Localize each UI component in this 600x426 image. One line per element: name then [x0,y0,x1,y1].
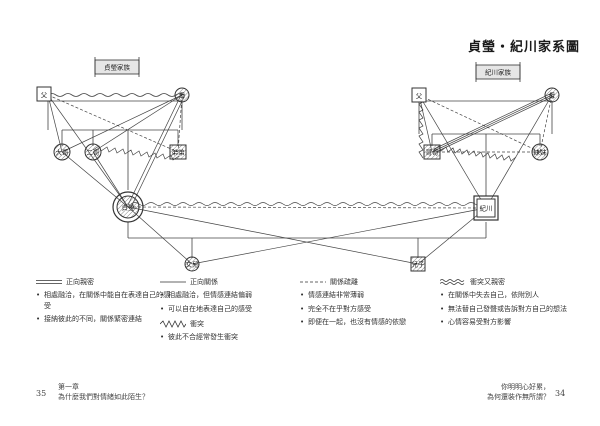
family-genogram: 貞瑩家族 紀川家族 父 母 大哥 二哥 弟弟 貞瑩 父 母 哥 [36,57,560,272]
legend-key-conflict: 衝突 [160,318,300,330]
single-line-icon [160,281,186,283]
banner-right: 紀川家族 [475,62,521,82]
legend-label: 正向關係 [190,277,218,286]
left-running-footer: 第一章 為什麼我們對情緒如此陌生？ [58,382,149,402]
svg-text:女兒: 女兒 [186,260,200,269]
legend-note: 相處融洽，在關係中能自在表達自己的感受 [36,290,176,311]
svg-text:貞瑩: 貞瑩 [122,203,136,212]
dashed-line-icon [300,281,326,283]
legend-positive: 正向關係 相處融洽，但情感連結偏弱 可以自在地表達自己的感受 衝突 彼此不合經常… [160,276,300,347]
legend-note: 接納彼此的不同，關係緊密連結 [36,314,176,325]
svg-text:兒子: 兒子 [412,260,426,269]
person-zhenying: 貞瑩 [112,191,144,223]
legend-distant: 關係疏離 情感連結非常薄弱 完全不在乎對方感受 即便在一起，也沒有情感的依戀 [300,276,440,332]
right-page-number: 34 [555,389,566,398]
svg-text:父: 父 [416,92,423,100]
legend-note: 可以自在地表達自己的感受 [160,304,300,315]
person-right-brother: 哥哥 [423,144,441,160]
svg-text:哥哥: 哥哥 [426,149,440,157]
svg-text:母: 母 [549,92,556,100]
relationship-lines [47,92,555,265]
double-line-icon [36,280,62,284]
svg-text:父: 父 [41,91,48,99]
left-subtitle: 為什麼我們對情緒如此陌生？ [58,393,149,401]
person-daughter: 女兒 [184,256,200,272]
legend-key-distant: 關係疏離 [300,276,440,288]
person-right-mother: 母 [544,87,560,103]
legend-note: 無法替自己發聲或告訴對方自己的想法 [440,304,580,315]
legend-key-conflict-close: 衝突又親密 [440,276,580,288]
person-left-mother: 母 [174,87,190,103]
legend-note: 彼此不合經常發生衝突 [160,332,300,343]
double-wavy-line-icon [440,279,465,285]
legend-note: 完全不在乎對方感受 [300,304,440,315]
page-title: 貞瑩・紀川家系圖 [468,40,581,55]
person-jichuan: 紀川 [473,195,499,221]
svg-text:弟弟: 弟弟 [172,148,185,157]
person-left-big-brother: 大哥 [53,143,71,161]
legend-key-positive: 正向關係 [160,276,300,288]
left-page-number: 35 [36,389,47,398]
svg-text:二哥: 二哥 [87,149,101,157]
left-family-label: 貞瑩家族 [104,63,131,72]
legend-note: 即便在一起，也沒有情感的依戀 [300,317,440,328]
banner-left: 貞瑩家族 [94,57,140,77]
legend-note: 情感連結非常薄弱 [300,290,440,301]
legend-label: 衝突 [190,319,204,328]
right-family-label: 紀川家族 [485,68,512,77]
legend-label: 正向親密 [66,277,94,286]
legend-key-positive-close: 正向親密 [36,276,176,288]
person-left-father: 父 [36,86,52,102]
legend-note: 心情容易受對方影響 [440,317,580,328]
svg-text:紀川: 紀川 [480,204,493,213]
right-running-footer: 你明明心好累， 為何還裝作無所謂？ [470,382,550,402]
svg-text:母: 母 [179,92,186,100]
person-left-little-brother: 弟弟 [169,144,187,160]
legend-note: 相處融洽，但情感連結偏弱 [160,290,300,301]
person-right-sister: 妹妹 [531,143,549,161]
zigzag-line-icon [160,320,186,328]
right-line-2: 為何還裝作無所謂？ [487,393,550,401]
legend-positive-close: 正向親密 相處融洽，在關係中能自在表達自己的感受 接納彼此的不同，關係緊密連結 [36,276,176,329]
person-left-second-brother: 二哥 [84,143,102,161]
legend-label: 衝突又親密 [470,277,505,286]
svg-text:妹妹: 妹妹 [534,148,548,157]
structure-lines [47,93,553,258]
legend-label: 關係疏離 [330,277,358,286]
left-chapter: 第一章 [58,383,79,391]
right-line-1: 你明明心好累， [501,383,550,391]
legend-note: 在關係中失去自己，依附別人 [440,290,580,301]
person-son: 兒子 [410,256,426,272]
legend-conflict-close: 衝突又親密 在關係中失去自己，依附別人 無法替自己發聲或告訴對方自己的想法 心情… [440,276,580,332]
person-right-father: 父 [411,87,427,103]
svg-text:大哥: 大哥 [56,148,70,157]
